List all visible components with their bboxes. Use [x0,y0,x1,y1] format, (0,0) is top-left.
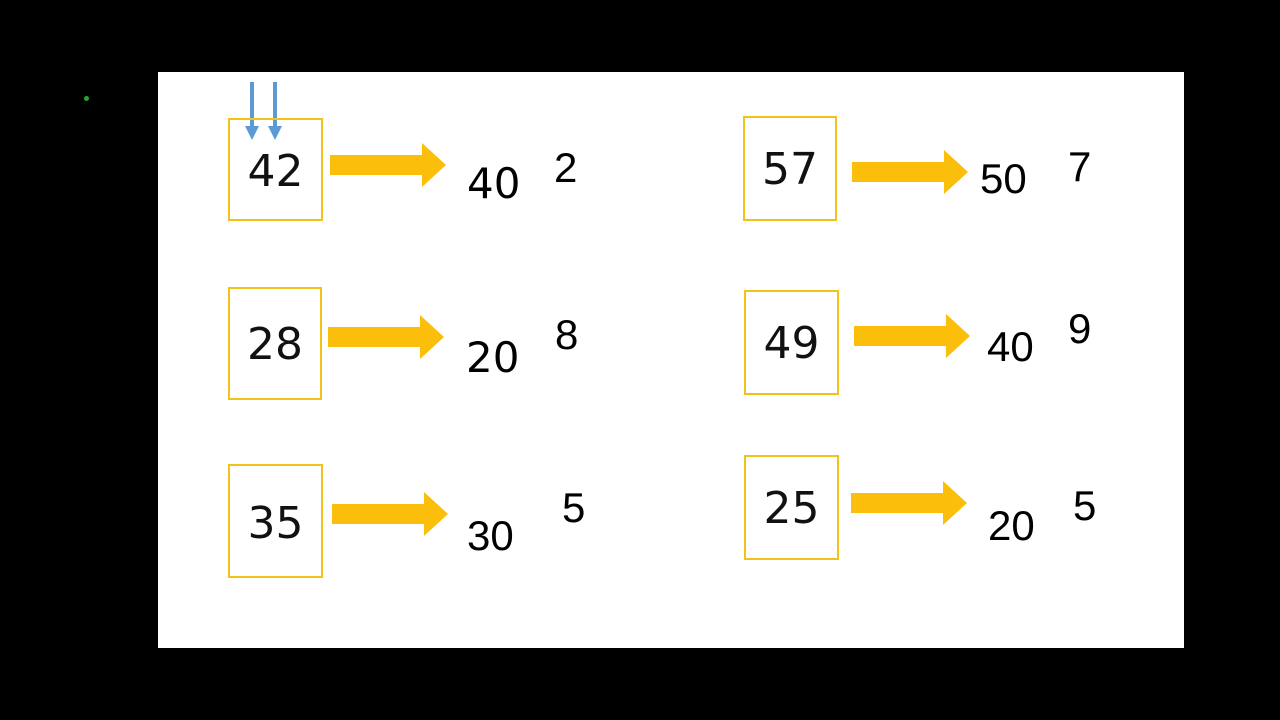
number-value: 42 [247,146,304,197]
tens-value: 30 [467,512,514,559]
tens-value: 20 [988,502,1035,549]
ones-value: 5 [1073,482,1097,529]
right-arrow-icon [330,143,446,187]
green-dot [84,96,89,101]
ones-value: 9 [1068,305,1092,352]
tens-value: 50 [980,155,1027,202]
number-box-42: 42 [228,118,323,221]
number-box-28: 28 [228,287,322,400]
tens-value: 20 [466,333,520,382]
number-value: 35 [247,498,304,549]
slide [158,72,1184,648]
number-box-49: 49 [744,290,839,395]
number-value: 28 [247,319,303,370]
right-arrow-icon [854,314,970,358]
ones-value: 2 [554,144,578,191]
number-value: 57 [762,144,818,195]
tens-value: 40 [467,159,521,208]
ones-value: 8 [555,311,579,358]
number-value: 25 [763,483,820,534]
number-box-57: 57 [743,116,837,221]
number-box-25: 25 [744,455,839,560]
right-arrow-icon [328,315,444,359]
number-value: 49 [763,318,820,369]
ones-value: 5 [562,484,586,531]
number-box-35: 35 [228,464,323,578]
right-arrow-icon [332,492,448,536]
right-arrow-icon [851,481,967,525]
pointer-arrows-icon [245,82,282,140]
tens-value: 40 [987,323,1034,370]
ones-value: 7 [1068,143,1092,190]
right-arrow-icon [852,150,968,194]
